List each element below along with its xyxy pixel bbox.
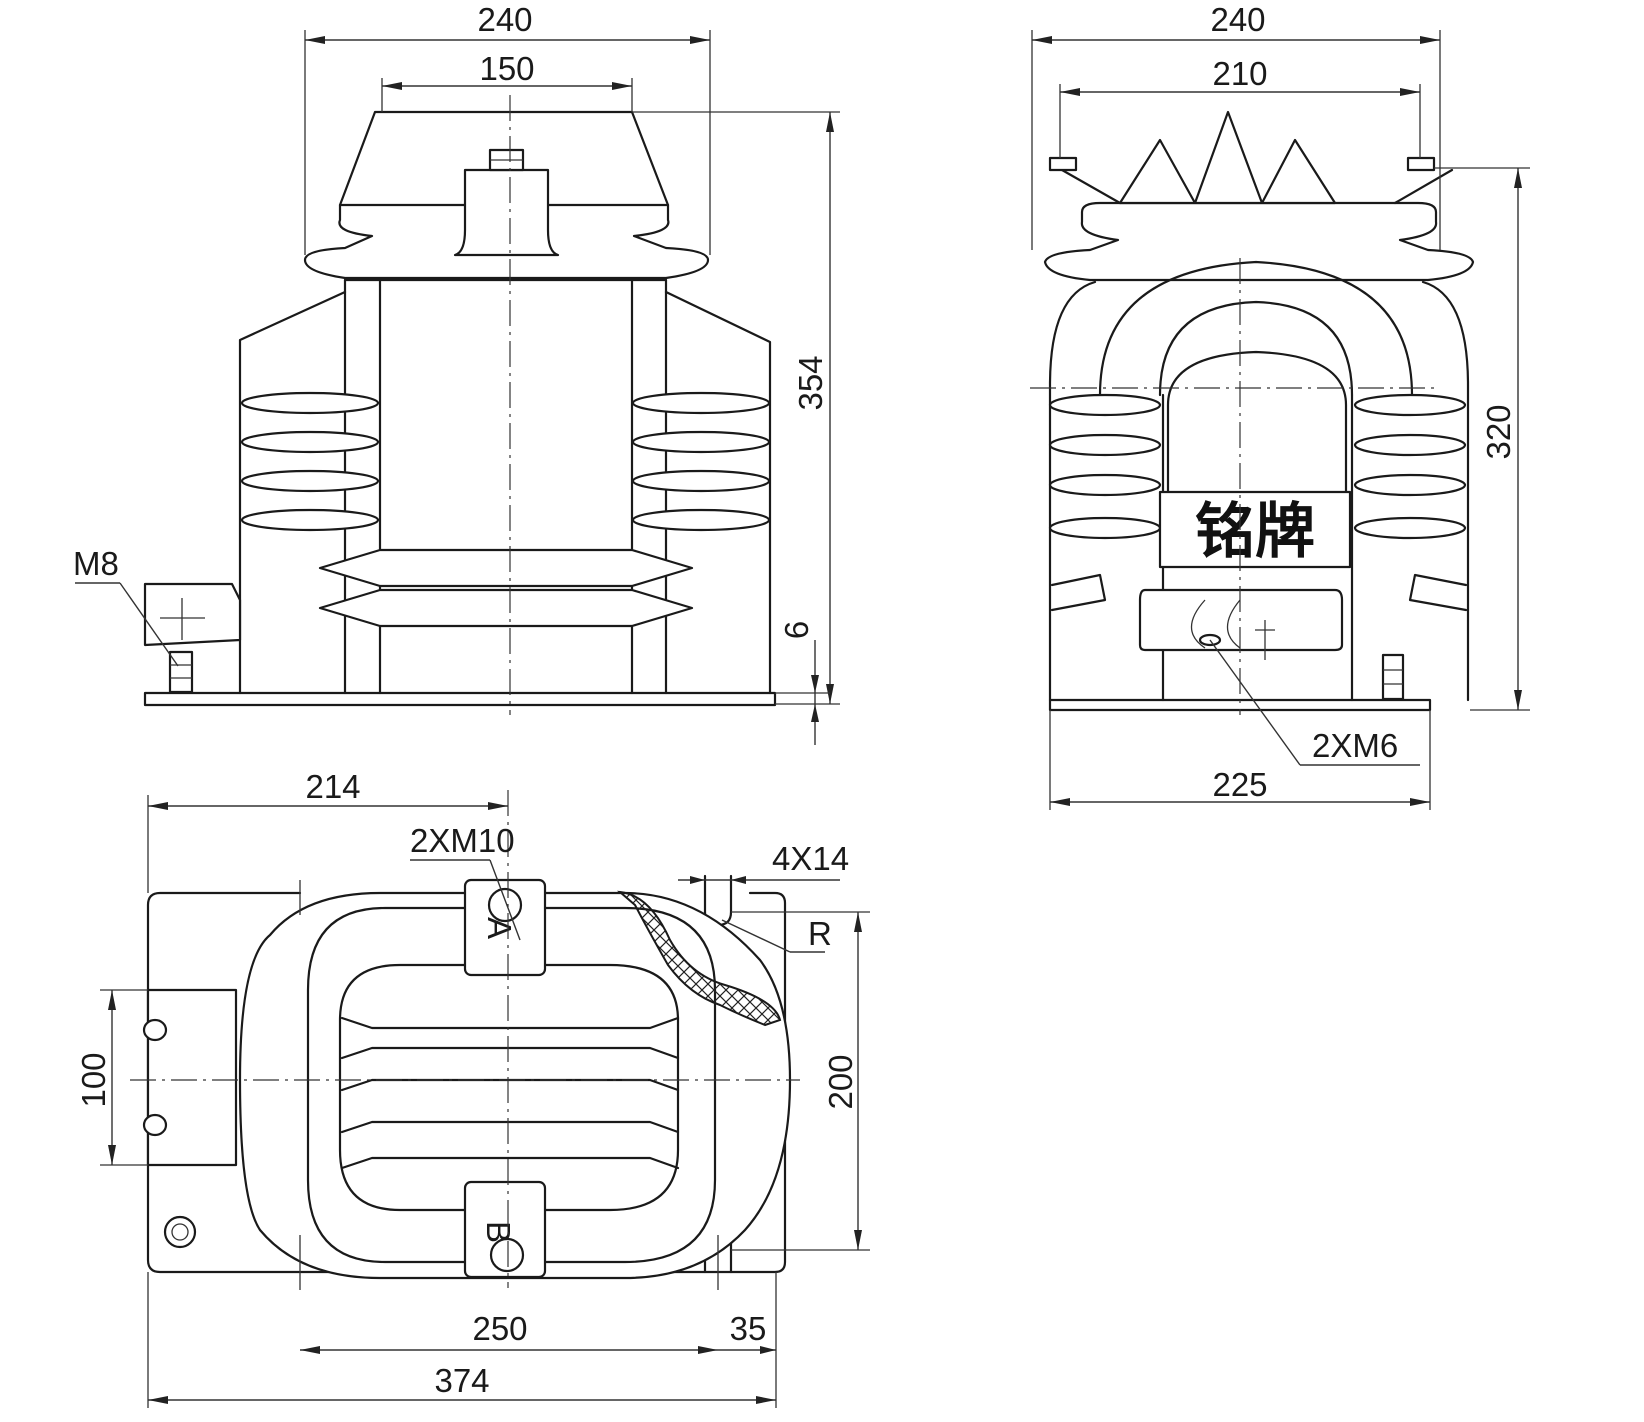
side-body-outline: [1048, 280, 1470, 702]
m8-leader: [119, 582, 179, 667]
label-r: R: [808, 915, 832, 952]
side-inner-window: [1166, 350, 1348, 502]
radius-leader: [721, 919, 791, 953]
side-view: 铭牌 240 210 320: [1030, 1, 1530, 810]
m6-leader: [1209, 639, 1301, 766]
plan-bolt-lower: [142, 1113, 168, 1137]
m8-ground-bolt: [168, 650, 194, 694]
side-dim-225: 225: [1212, 766, 1267, 803]
plan-base-plate: [146, 891, 787, 1274]
label-4x14: 4X14: [772, 840, 849, 877]
plan-dim-250: 250: [472, 1310, 527, 1347]
label-2xm6: 2XM6: [1312, 727, 1398, 764]
front-sheds-right: [631, 391, 771, 532]
front-dim-150: 150: [479, 50, 534, 87]
secondary-terminal-box: [143, 582, 242, 647]
front-lower-shed-2: [318, 588, 694, 628]
terminal-b-block: [463, 1180, 547, 1279]
plan-dim-35: 35: [730, 1310, 767, 1347]
front-lower-shed-1: [318, 548, 694, 588]
terminal-b-label: B: [480, 1221, 517, 1243]
side-dim-240: 240: [1210, 1, 1265, 38]
plan-dim-214: 214: [305, 768, 360, 805]
side-sheds-left: [1048, 393, 1162, 612]
label-2xm10: 2XM10: [410, 822, 515, 859]
front-posts: [343, 278, 668, 695]
front-dim-6: 6: [778, 621, 815, 639]
side-dim-320: 320: [1480, 404, 1517, 459]
terminal-b-hole: [489, 1237, 525, 1273]
m10-leader: [489, 859, 521, 941]
plan-bolt-upper: [142, 1018, 168, 1042]
plan-inner-frame: [338, 963, 680, 1212]
nameplate-label: 铭牌: [1195, 497, 1315, 567]
front-dim-354: 354: [792, 355, 829, 410]
plan-body-outline: [238, 891, 792, 1280]
terminal-a-hole: [487, 887, 523, 923]
plan-outer-frame: [306, 906, 717, 1264]
nameplate-box: [1158, 490, 1352, 569]
plan-ground-bolt: [163, 1215, 197, 1249]
plan-dim-374: 374: [434, 1362, 489, 1399]
side-outer-arch: [1098, 260, 1414, 397]
side-bolt-right: [1406, 156, 1436, 172]
front-terminal-block: [453, 168, 560, 257]
front-dim-240: 240: [477, 1, 532, 38]
side-top-fins: [1118, 110, 1337, 205]
side-top-shed: [1043, 201, 1475, 282]
plan-dim-200: 200: [822, 1054, 859, 1109]
side-dim-210: 210: [1212, 55, 1267, 92]
side-ground-bolt: [1381, 653, 1405, 701]
side-sheds-right: [1353, 393, 1468, 612]
side-secondary-box: [1138, 588, 1344, 652]
label-m8: M8: [73, 545, 119, 582]
side-bolt-left: [1048, 156, 1078, 172]
terminal-a-label: A: [481, 917, 518, 939]
plan-view: A B 214 2XM10 4X14 R: [75, 768, 870, 1408]
plan-cutaway-hatch: [616, 890, 782, 1027]
front-base-plate: [143, 691, 777, 707]
terminal-a-block: [463, 878, 547, 977]
plan-secondary-box: [146, 988, 238, 1167]
plan-dim-100: 100: [75, 1052, 112, 1107]
front-body-outline: [238, 290, 772, 695]
front-sheds-left: [240, 391, 380, 532]
front-view: 240 150 354 6 M8: [73, 1, 840, 745]
